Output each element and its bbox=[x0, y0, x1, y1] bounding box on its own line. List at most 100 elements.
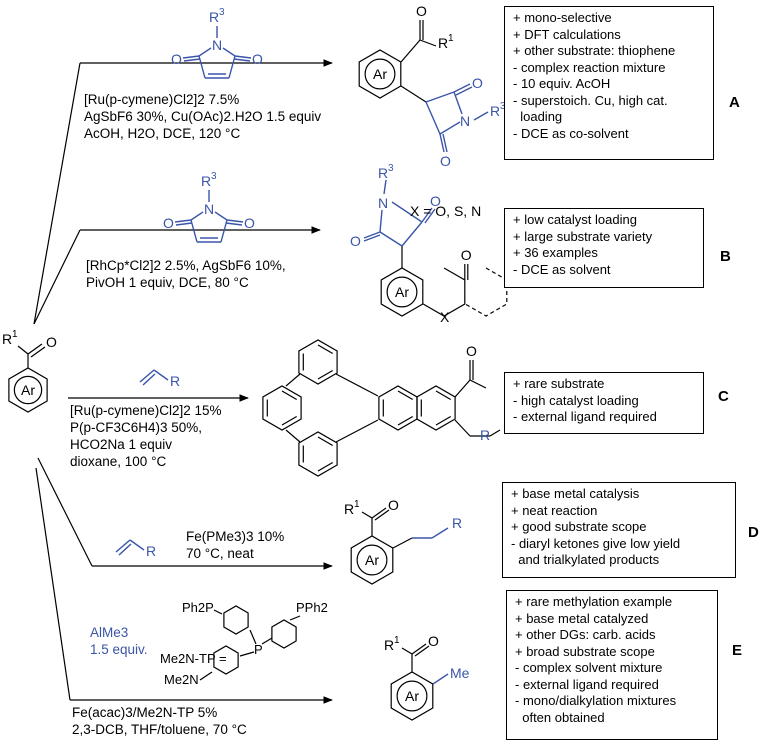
carbonyl-bond bbox=[174, 219, 192, 223]
ring-bond bbox=[401, 221, 423, 247]
ring-bond bbox=[228, 55, 236, 79]
imide-bond bbox=[214, 211, 228, 221]
o-label: O bbox=[416, 3, 427, 19]
condition-line: P(p-CF3C6H4)3 50%, bbox=[70, 420, 203, 435]
r3-superscript: 3 bbox=[211, 171, 217, 182]
branch-line-a bbox=[33, 62, 81, 325]
alkyl-bond bbox=[129, 539, 145, 551]
r-label: R bbox=[146, 543, 156, 559]
product-e-benzene-ring bbox=[390, 671, 434, 721]
r-label: R bbox=[170, 373, 180, 389]
ring-bond bbox=[220, 219, 228, 243]
row-letter-b: B bbox=[720, 248, 731, 265]
carbonyl-bond bbox=[234, 55, 252, 59]
ring-bond bbox=[425, 101, 441, 135]
alkyl-bond bbox=[489, 429, 501, 437]
bridge-bond bbox=[335, 419, 379, 443]
condition-line: [Ru(p-cymene)Cl2]2 15% bbox=[70, 403, 222, 418]
n-label: N bbox=[378, 195, 388, 211]
carbonyl-bond bbox=[226, 219, 244, 223]
aromatic-bond bbox=[281, 415, 298, 426]
condition-line: Fe(PMe3)3 10% bbox=[186, 529, 285, 544]
r3-superscript: 3 bbox=[388, 163, 394, 174]
carbonyl-bond bbox=[175, 222, 193, 226]
acetyl-bond bbox=[454, 379, 471, 398]
o-label: O bbox=[466, 343, 477, 359]
aromatic-circle bbox=[364, 58, 396, 90]
fused-aromatic-ring bbox=[378, 385, 418, 431]
note-line: + other substrate: thiophene bbox=[513, 43, 676, 58]
row-letter-c: C bbox=[718, 388, 729, 405]
n-label: N bbox=[212, 37, 222, 53]
ring-bond bbox=[198, 55, 206, 79]
notes-box-a: + mono-selective+ DFT calculations+ othe… bbox=[504, 6, 714, 160]
methyl-bond bbox=[469, 379, 487, 389]
r3-label: R bbox=[209, 9, 219, 25]
note-line: + broad substrate scope bbox=[515, 643, 655, 659]
r1-bond bbox=[361, 511, 373, 519]
r1-label: R bbox=[438, 35, 448, 51]
r3-label: R bbox=[378, 165, 388, 181]
o-label: O bbox=[171, 51, 182, 67]
r1-bond bbox=[419, 39, 437, 47]
carbonyl-bond bbox=[455, 86, 473, 96]
note-line: - 10 equiv. AcOH bbox=[513, 76, 611, 91]
r1-label: R bbox=[2, 331, 12, 347]
r-label: R bbox=[452, 515, 462, 531]
ph2p-label: Ph2P bbox=[182, 600, 214, 615]
p-aryl-bond bbox=[249, 629, 257, 645]
ar-label: Ar bbox=[395, 284, 409, 300]
ring-bond bbox=[190, 219, 198, 243]
ligand-label: Me2N-TP = bbox=[160, 651, 227, 666]
product-b-benzene-ring bbox=[380, 267, 424, 317]
note-line: + mono-selective bbox=[513, 10, 612, 25]
notes-box-e: + rare methylation example+ base metal c… bbox=[506, 590, 718, 740]
conditions-b: [RhCp*Cl2]2 2.5%, AgSbF6 10%,PivOH 1 equ… bbox=[86, 257, 286, 291]
imide-bond bbox=[198, 47, 212, 57]
vinyl-bond bbox=[139, 369, 155, 383]
o-label: O bbox=[252, 51, 263, 67]
carbonyl-bond bbox=[233, 58, 251, 62]
aromatic-bond bbox=[435, 390, 452, 401]
methyl-bond bbox=[432, 673, 449, 685]
ar-label: Ar bbox=[365, 552, 379, 568]
branch-line-e bbox=[35, 467, 71, 701]
succinimide-bond bbox=[400, 85, 427, 103]
bridge-bond bbox=[335, 373, 379, 397]
note-line: + DFT calculations bbox=[513, 26, 621, 42]
condition-line: [RhCp*Cl2]2 2.5%, AgSbF6 10%, bbox=[86, 258, 286, 273]
row-letter-a: A bbox=[729, 94, 740, 111]
n-label: N bbox=[460, 113, 470, 129]
aromatic-bond bbox=[281, 390, 298, 401]
note-line: + neat reaction bbox=[511, 502, 598, 518]
note-line: + rare substrate bbox=[513, 376, 605, 391]
vinyl-bond bbox=[115, 539, 131, 553]
aromatic-bond bbox=[397, 415, 414, 426]
o-label: O bbox=[461, 247, 472, 263]
conditions-d: Fe(PMe3)3 10% 70 °C, neat bbox=[186, 528, 284, 562]
condition-line: 70 °C, neat bbox=[186, 546, 254, 561]
carbonyl-bond bbox=[374, 509, 390, 521]
row-letter-e: E bbox=[732, 642, 743, 659]
note-line: + good substrate scope bbox=[511, 519, 647, 534]
note-line: - DCE as solvent bbox=[513, 261, 611, 277]
fused-aromatic-ring bbox=[298, 339, 338, 385]
aromatic-bond bbox=[317, 369, 334, 380]
r3-superscript: 3 bbox=[219, 7, 225, 18]
note-line: + 36 examples bbox=[513, 245, 598, 260]
condition-line: AcOH, H2O, DCE, 120 °C bbox=[84, 126, 241, 141]
notes-box-d: + base metal catalysis+ neat reaction+ g… bbox=[502, 482, 736, 578]
o-label: O bbox=[388, 497, 399, 513]
n-label: N bbox=[204, 201, 214, 217]
methyl-label: Me bbox=[450, 665, 470, 681]
aromatic-circle bbox=[396, 680, 428, 712]
x-atom-label: X bbox=[440, 309, 450, 325]
r-label: R bbox=[480, 427, 490, 443]
fused-aromatic-ring bbox=[416, 385, 456, 431]
p-aryl-bond bbox=[289, 615, 301, 621]
carbonyl-bond bbox=[27, 343, 43, 355]
ring-bond bbox=[439, 121, 461, 135]
r1-superscript: 1 bbox=[448, 33, 454, 44]
ar-label: Ar bbox=[373, 66, 387, 82]
notes-box-b: + low catalyst loading+ large substrate … bbox=[504, 208, 704, 288]
